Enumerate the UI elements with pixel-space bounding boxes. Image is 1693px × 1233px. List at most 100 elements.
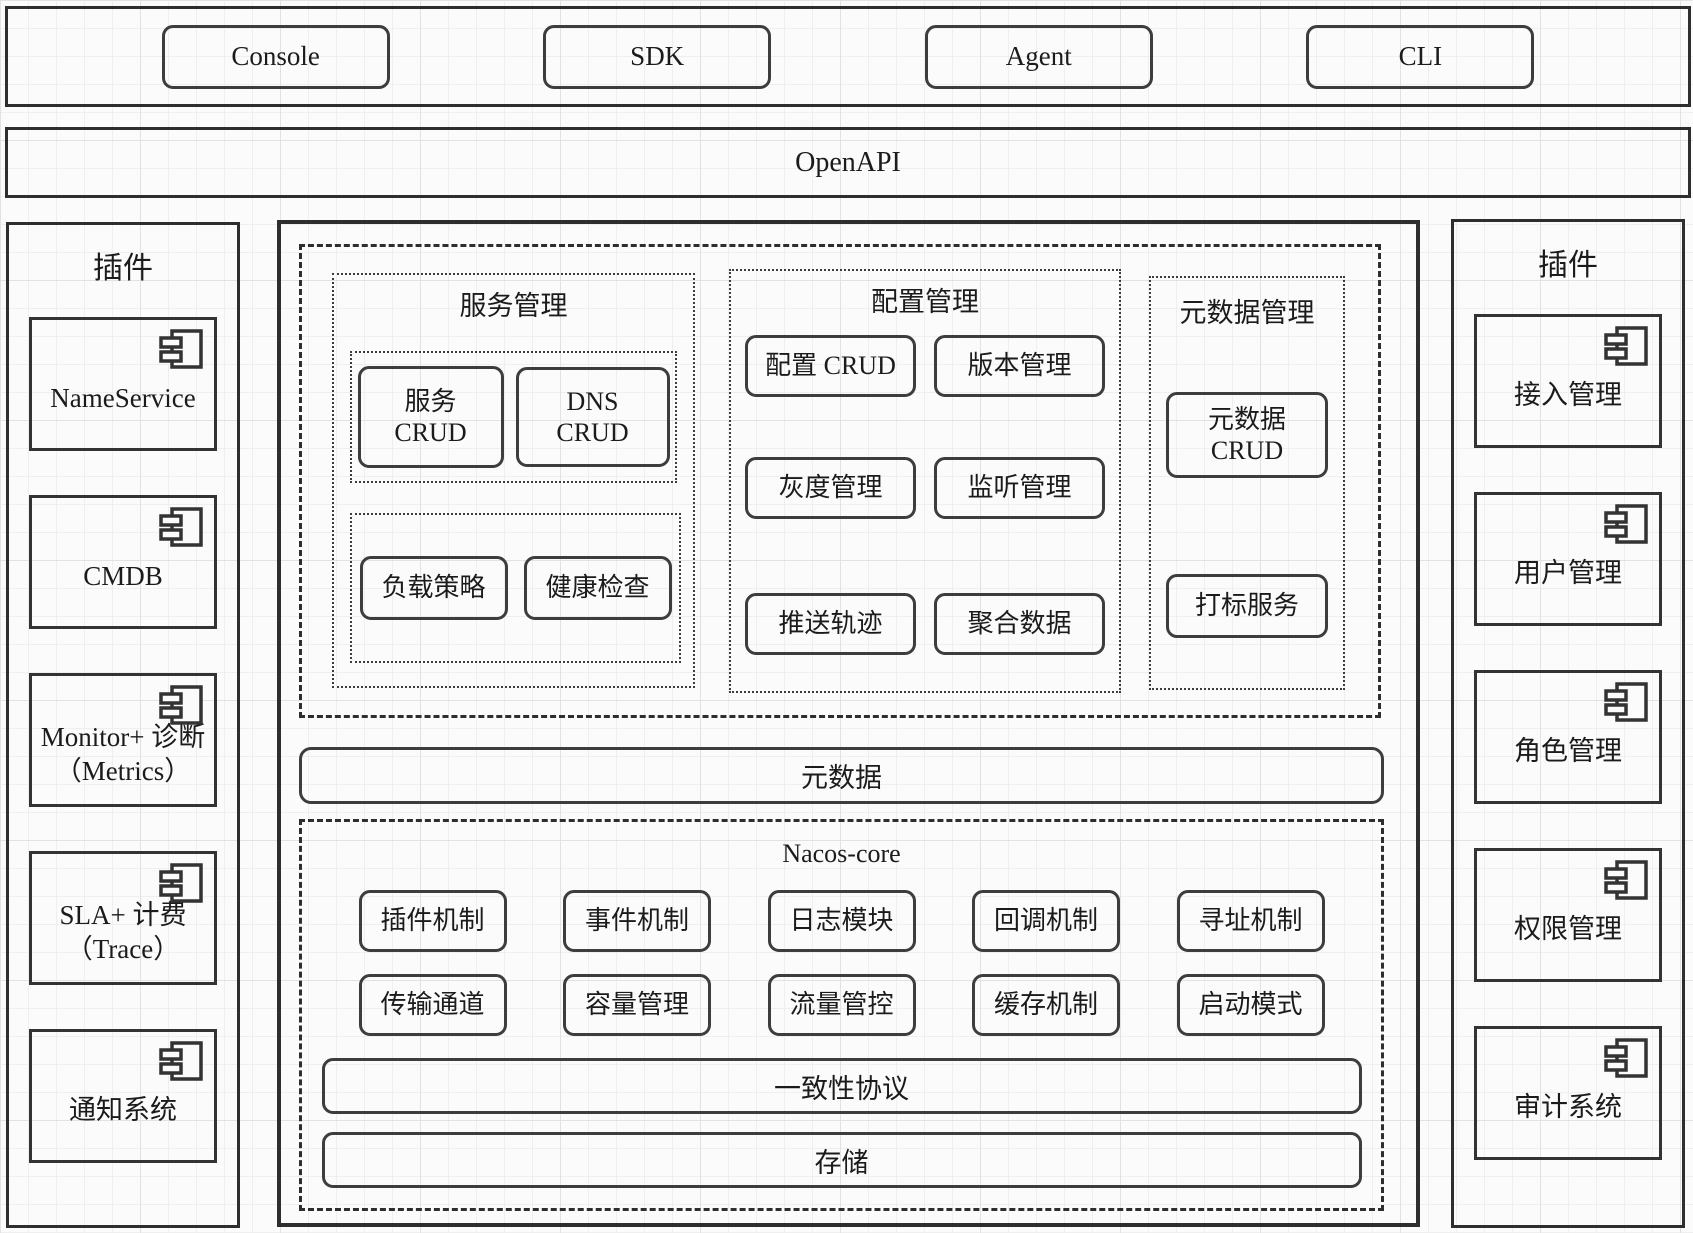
plugin-label: 用户管理 <box>1514 558 1622 589</box>
transport-channel-box: 传输通道 <box>358 974 507 1036</box>
component-icon <box>159 685 203 725</box>
listener-management-box: 监听管理 <box>934 457 1105 519</box>
component-icon <box>159 507 203 547</box>
plugin-label: Monitor+ 诊断 <box>40 722 206 753</box>
client-cli-label: CLI <box>1398 41 1443 72</box>
plugin-label: 接入管理 <box>1514 380 1622 411</box>
tagging-service-label: 打标服务 <box>1194 591 1299 621</box>
config-crud-box: 配置 CRUD <box>745 335 916 397</box>
cache-mechanism-label: 缓存机制 <box>993 990 1098 1020</box>
component-icon <box>159 1041 203 1081</box>
addressing-mechanism-label: 寻址机制 <box>1198 906 1303 936</box>
listener-management-label: 监听管理 <box>967 473 1072 503</box>
storage-label: 存储 <box>814 1147 869 1178</box>
load-policy-box: 负载策略 <box>359 556 508 620</box>
capacity-management-label: 容量管理 <box>584 990 689 1020</box>
metadata-management-title: 元数据管理 <box>1179 298 1315 328</box>
capacity-management-box: 容量管理 <box>563 974 711 1036</box>
right-plugins-title: 插件 <box>1538 249 1598 282</box>
service-crud-line2: CRUD <box>394 418 467 447</box>
aggregate-data-box: 聚合数据 <box>934 593 1105 655</box>
nacos-core-title: Nacos-core <box>782 839 901 868</box>
plugin-label: 权限管理 <box>1514 914 1622 945</box>
dns-crud-line1: DNS <box>566 386 619 416</box>
client-console-label: Console <box>231 41 320 72</box>
service-management-title: 服务管理 <box>459 291 568 321</box>
plugin-monitor-metrics: Monitor+ 诊断（Metrics） <box>29 673 217 807</box>
plugin-notification-system: 通知系统 <box>29 1029 217 1163</box>
clients-band: Console SDK Agent CLI <box>5 6 1691 107</box>
startup-mode-box: 启动模式 <box>1176 974 1325 1036</box>
client-cli: CLI <box>1306 24 1535 89</box>
metadata-bar-label: 元数据 <box>801 763 882 793</box>
consistency-protocol-bar: 一致性协议 <box>321 1058 1362 1114</box>
log-module-box: 日志模块 <box>767 890 916 952</box>
version-management-box: 版本管理 <box>934 335 1105 397</box>
gray-release-box: 灰度管理 <box>745 457 916 519</box>
dns-crud-box: DNS CRUD <box>515 367 670 467</box>
service-crud-group: 服务 CRUD DNS CRUD <box>350 351 677 483</box>
dns-crud-line2: CRUD <box>556 418 629 447</box>
component-icon <box>159 329 203 369</box>
client-agent: Agent <box>924 24 1153 89</box>
core-row-1: 插件机制 事件机制 日志模块 回调机制 寻址机制 <box>302 890 1381 952</box>
log-module-label: 日志模块 <box>789 906 894 936</box>
plugin-mechanism-label: 插件机制 <box>380 906 485 936</box>
plugin-sublabel: （Metrics） <box>54 756 192 786</box>
plugin-sublabel: （Trace） <box>65 934 181 964</box>
plugin-label: CMDB <box>83 561 163 592</box>
plugin-mechanism-box: 插件机制 <box>358 890 507 952</box>
functional-modules-region: 服务管理 服务 CRUD DNS CRUD 负载策略 健康检查 <box>299 244 1381 718</box>
event-mechanism-box: 事件机制 <box>563 890 711 952</box>
plugin-label: 审计系统 <box>1514 1092 1622 1123</box>
client-sdk: SDK <box>543 24 772 89</box>
component-icon <box>1604 1038 1648 1078</box>
plugin-label: 通知系统 <box>69 1095 177 1126</box>
component-icon <box>159 863 203 903</box>
plugin-nameservice: NameService <box>29 317 217 451</box>
event-mechanism-label: 事件机制 <box>584 906 689 936</box>
flow-control-box: 流量管控 <box>767 974 916 1036</box>
component-icon <box>1604 504 1648 544</box>
plugin-access-management: 接入管理 <box>1474 314 1662 448</box>
plugin-sla-trace: SLA+ 计费（Trace） <box>29 851 217 985</box>
tagging-service-box: 打标服务 <box>1166 574 1328 638</box>
metadata-crud-line2: CRUD <box>1210 436 1284 465</box>
openapi-label: OpenAPI <box>795 146 901 178</box>
config-management-title: 配置管理 <box>871 287 979 317</box>
client-console: Console <box>161 24 390 89</box>
aggregate-data-label: 聚合数据 <box>967 609 1072 639</box>
load-policy-label: 负载策略 <box>381 573 486 603</box>
transport-channel-label: 传输通道 <box>380 990 485 1020</box>
addressing-mechanism-box: 寻址机制 <box>1176 890 1325 952</box>
plugin-label: SLA+ 计费 <box>59 900 187 931</box>
client-sdk-label: SDK <box>630 41 685 72</box>
component-icon <box>1604 860 1648 900</box>
flow-control-label: 流量管控 <box>789 990 894 1020</box>
right-plugins-sidebar: 插件 接入管理 用户管理 角色管理 权限管理 审计系统 <box>1451 219 1685 1228</box>
central-architecture-box: 服务管理 服务 CRUD DNS CRUD 负载策略 健康检查 <box>277 220 1420 1227</box>
component-icon <box>1604 326 1648 366</box>
client-agent-label: Agent <box>1005 41 1072 72</box>
service-management-section: 服务管理 服务 CRUD DNS CRUD 负载策略 健康检查 <box>332 273 695 688</box>
plugin-audit-system: 审计系统 <box>1474 1026 1662 1160</box>
config-crud-label: 配置 CRUD <box>765 351 896 381</box>
gray-release-label: 灰度管理 <box>778 473 883 503</box>
plugin-permission-management: 权限管理 <box>1474 848 1662 982</box>
plugin-role-management: 角色管理 <box>1474 670 1662 804</box>
openapi-band: OpenAPI <box>5 127 1691 198</box>
service-policy-group: 负载策略 健康检查 <box>350 513 681 663</box>
plugin-label: NameService <box>50 383 196 414</box>
startup-mode-label: 启动模式 <box>1198 990 1303 1020</box>
plugin-cmdb: CMDB <box>29 495 217 629</box>
push-track-label: 推送轨迹 <box>778 609 883 639</box>
callback-mechanism-label: 回调机制 <box>993 906 1098 936</box>
cache-mechanism-box: 缓存机制 <box>972 974 1120 1036</box>
nacos-core-region: Nacos-core 插件机制 事件机制 日志模块 回调机制 寻址机制 传输通道… <box>299 819 1384 1211</box>
left-plugins-sidebar: 插件 NameService CMDB Monitor+ 诊断（Metrics）… <box>6 222 240 1228</box>
core-row-2: 传输通道 容量管理 流量管控 缓存机制 启动模式 <box>302 974 1381 1036</box>
callback-mechanism-box: 回调机制 <box>972 890 1120 952</box>
health-check-label: 健康检查 <box>545 573 650 603</box>
component-icon <box>1604 682 1648 722</box>
